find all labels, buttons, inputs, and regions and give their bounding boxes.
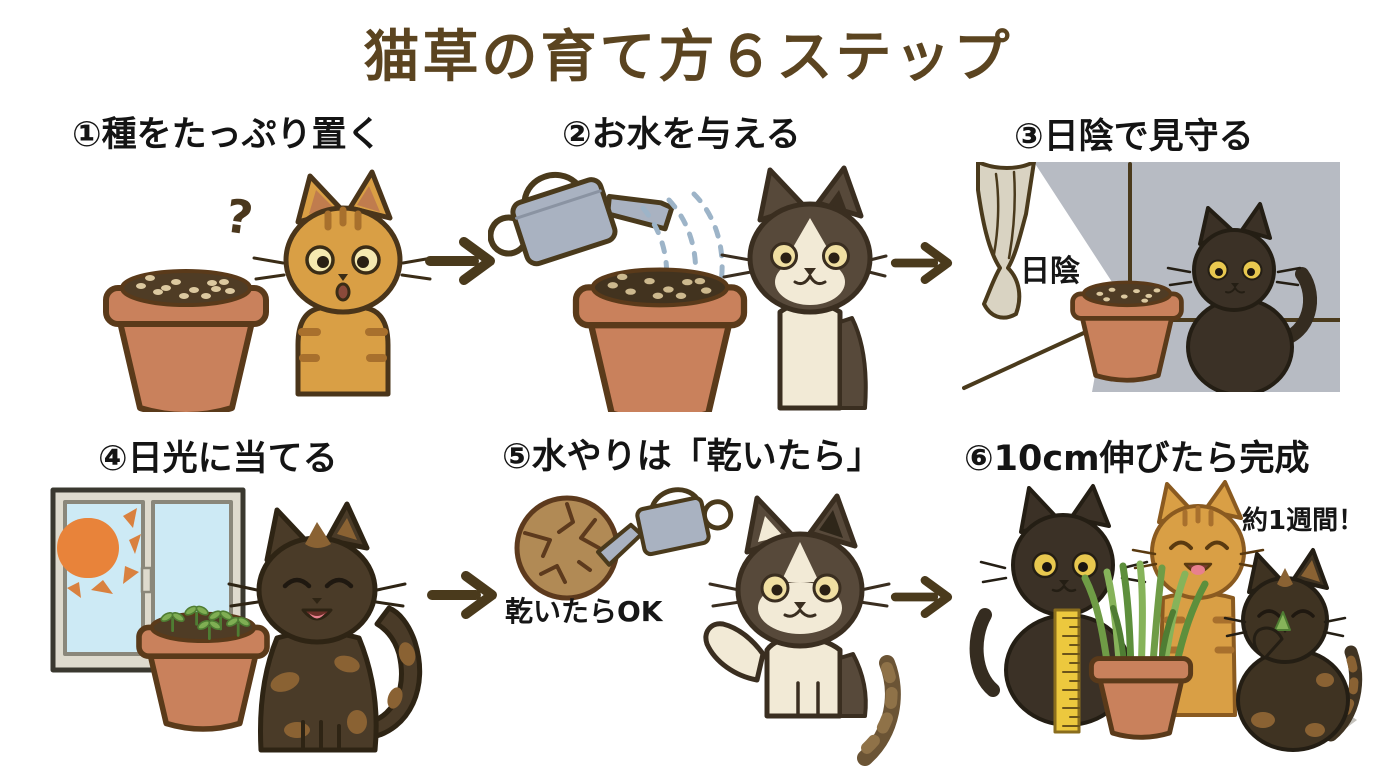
- step5-illustration-dry-soil-and-waving-cat: [514, 487, 901, 766]
- tabby-cat: [252, 169, 434, 397]
- step4-illustration-sunny-window-sprouts-cat: [50, 487, 423, 753]
- dry-ok-caption: 乾いたらOK: [505, 595, 663, 628]
- step3-illustration-shade-room-black-cat: [962, 162, 1340, 392]
- step5-heading: ⑤水やりは「乾いたら」: [502, 437, 882, 477]
- step3-heading: ③日陰で見守る: [1014, 117, 1254, 157]
- arrow-right-icon: [427, 571, 497, 619]
- sprout-pot: [136, 605, 270, 732]
- grass-pot: [1088, 656, 1194, 740]
- tuxedo-cat: [720, 165, 888, 411]
- dry-soil-disc: [514, 495, 620, 601]
- one-week-caption: 約1週間！: [1242, 506, 1365, 536]
- arrow-right-icon: [890, 242, 953, 284]
- sun-icon: [57, 508, 141, 598]
- watering-can-icon: [595, 487, 734, 567]
- step2-heading: ②お水を与える: [562, 115, 801, 155]
- step1-heading: ①種をたっぷり置く: [72, 115, 382, 155]
- sprouts: [160, 605, 251, 641]
- seed-pot: [103, 269, 269, 412]
- shade-caption: 日陰: [1020, 254, 1080, 289]
- seed-pot: [1070, 280, 1184, 383]
- happy-tortie-cat: [227, 501, 423, 753]
- ruler: [1053, 608, 1081, 734]
- waving-tuxedo-cat: [703, 493, 901, 766]
- curtain: [976, 162, 1036, 320]
- page-title: 猫草の育て方６ステップ: [363, 25, 1013, 90]
- step4-heading: ④日光に当てる: [98, 439, 338, 479]
- step6-illustration-finished-grass-three-cats: [969, 480, 1363, 752]
- arrow-right-icon: [890, 576, 953, 618]
- step2-illustration-watering-pot-and-tuxedo-cat: [488, 165, 888, 412]
- step6-heading: ⑥10cm伸びたら完成: [964, 439, 1310, 479]
- seed-pot: [572, 267, 748, 412]
- nibbling-tortie-cat: [1223, 548, 1363, 752]
- black-cat: [1166, 202, 1317, 392]
- arrow-right-icon: [425, 237, 495, 285]
- step1-illustration-seed-pot-and-tabby-cat: [103, 169, 434, 412]
- watering-can: [488, 171, 675, 267]
